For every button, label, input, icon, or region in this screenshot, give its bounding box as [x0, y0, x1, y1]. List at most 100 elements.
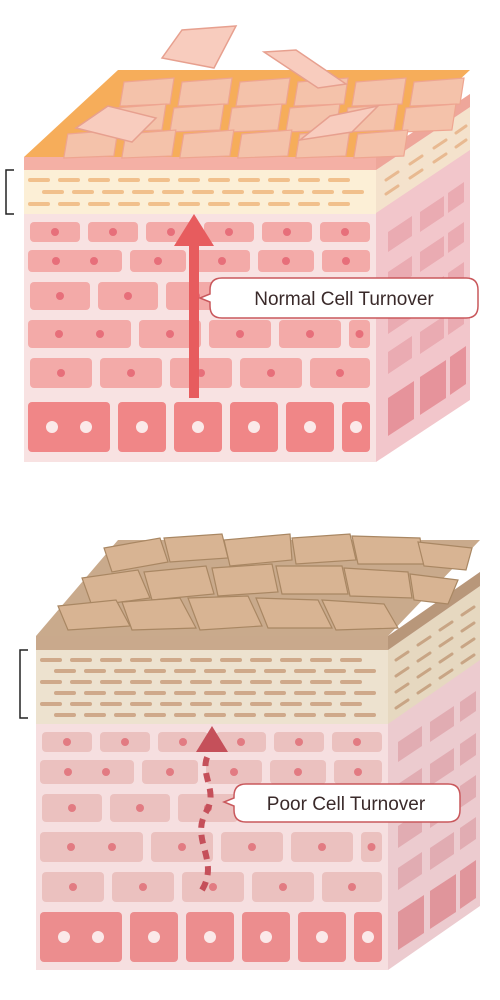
cell-nucleus: [51, 228, 59, 236]
surface-scale: [227, 103, 283, 133]
bottom-layer-bracket: [19, 649, 28, 719]
cell-nucleus: [52, 257, 60, 265]
cell-nucleus: [69, 883, 77, 891]
surface-scale: [409, 573, 459, 605]
poor-turnover-callout: Poor Cell Turnover: [221, 783, 461, 823]
cell-nucleus: [218, 257, 226, 265]
cell-nucleus: [236, 330, 244, 338]
surface-scale: [177, 77, 233, 107]
bottom-horny-dashes: [40, 658, 376, 717]
surface-scale: [351, 77, 407, 107]
cell-nucleus: [90, 257, 98, 265]
cell-nucleus: [230, 768, 238, 776]
surface-scale: [163, 533, 229, 563]
top-side-horny: [376, 107, 470, 213]
surface-scale: [187, 595, 263, 631]
cell-nucleus: [178, 843, 186, 851]
cell-nucleus: [139, 883, 147, 891]
cell-nucleus: [353, 738, 361, 746]
cell-nucleus: [68, 804, 76, 812]
surface-scale: [321, 599, 400, 631]
cell-nucleus: [167, 228, 175, 236]
surface-scale: [351, 535, 425, 565]
top-stratum-band: [24, 157, 376, 170]
top-surface-scales: [63, 77, 465, 159]
cell-nucleus: [46, 421, 58, 433]
cell-nucleus: [316, 931, 328, 943]
cell-nucleus: [350, 421, 362, 433]
cell-nucleus: [64, 768, 72, 776]
cell-nucleus: [354, 768, 362, 776]
surface-scale: [223, 533, 293, 567]
cell-nucleus: [341, 228, 349, 236]
cell-nucleus: [225, 228, 233, 236]
normal-turnover-callout: Normal Cell Turnover: [197, 277, 479, 319]
normal-turnover-arrow: [174, 214, 214, 398]
cell-nucleus: [127, 369, 135, 377]
cell-nucleus: [102, 768, 110, 776]
cell-nucleus: [336, 369, 344, 377]
surface-scale: [237, 129, 293, 159]
surface-scale: [417, 541, 473, 571]
normal-turnover-label: Normal Cell Turnover: [254, 289, 434, 310]
surface-scale: [343, 567, 413, 599]
cell-nucleus: [109, 228, 117, 236]
poor-turnover-arrow: [196, 726, 228, 892]
cell-nucleus: [279, 883, 287, 891]
poor-skin-block: [19, 533, 480, 970]
poor-turnover-label: Poor Cell Turnover: [267, 794, 426, 815]
surface-scale: [235, 77, 291, 107]
cell-nucleus: [294, 768, 302, 776]
cell-nucleus: [248, 421, 260, 433]
surface-scale: [103, 537, 169, 573]
cell-nucleus: [108, 843, 116, 851]
cell-nucleus: [63, 738, 71, 746]
cell-nucleus: [58, 931, 70, 943]
cell-nucleus: [136, 421, 148, 433]
cell-nucleus: [362, 931, 374, 943]
cell-nucleus: [96, 330, 104, 338]
cell-nucleus: [318, 843, 326, 851]
surface-scale: [119, 77, 175, 107]
cell-nucleus: [148, 931, 160, 943]
surface-scale: [409, 77, 465, 107]
cell-nucleus: [57, 369, 65, 377]
surface-scale: [169, 103, 225, 133]
cell-nucleus: [355, 330, 364, 338]
cell-nucleus: [267, 369, 275, 377]
cell-nucleus: [67, 843, 75, 851]
cell-nucleus: [55, 330, 63, 338]
surface-scale: [353, 129, 409, 159]
surface-scale: [275, 565, 349, 595]
cell-nucleus: [282, 257, 290, 265]
surface-scale: [401, 103, 457, 133]
cell-nucleus: [348, 883, 356, 891]
cell-nucleus: [295, 738, 303, 746]
cell-nucleus: [154, 257, 162, 265]
cell-nucleus: [304, 421, 316, 433]
bottom-horny-layer: [36, 650, 388, 724]
surface-scale: [121, 597, 197, 631]
cell-nucleus: [166, 768, 174, 776]
cell-nucleus: [192, 421, 204, 433]
surface-scale: [81, 569, 151, 607]
cell-nucleus: [237, 738, 245, 746]
surface-scale: [143, 565, 215, 601]
cell-nucleus: [283, 228, 291, 236]
cell-nucleus: [124, 292, 132, 300]
bottom-surface-scales: [57, 533, 473, 631]
cell-nucleus: [248, 843, 256, 851]
bottom-side-horny: [388, 586, 480, 724]
cell-nucleus: [92, 931, 104, 943]
surface-scale: [291, 533, 357, 565]
cell-nucleus: [342, 257, 350, 265]
cell-nucleus: [56, 292, 64, 300]
top-horny-dashes: [28, 178, 364, 206]
bottom-stratum-band: [36, 636, 388, 650]
surface-scale: [179, 129, 235, 159]
cell-nucleus: [136, 804, 144, 812]
bottom-cell-rows: [40, 732, 382, 962]
normal-skin-block: [5, 25, 470, 462]
cell-nucleus: [204, 931, 216, 943]
